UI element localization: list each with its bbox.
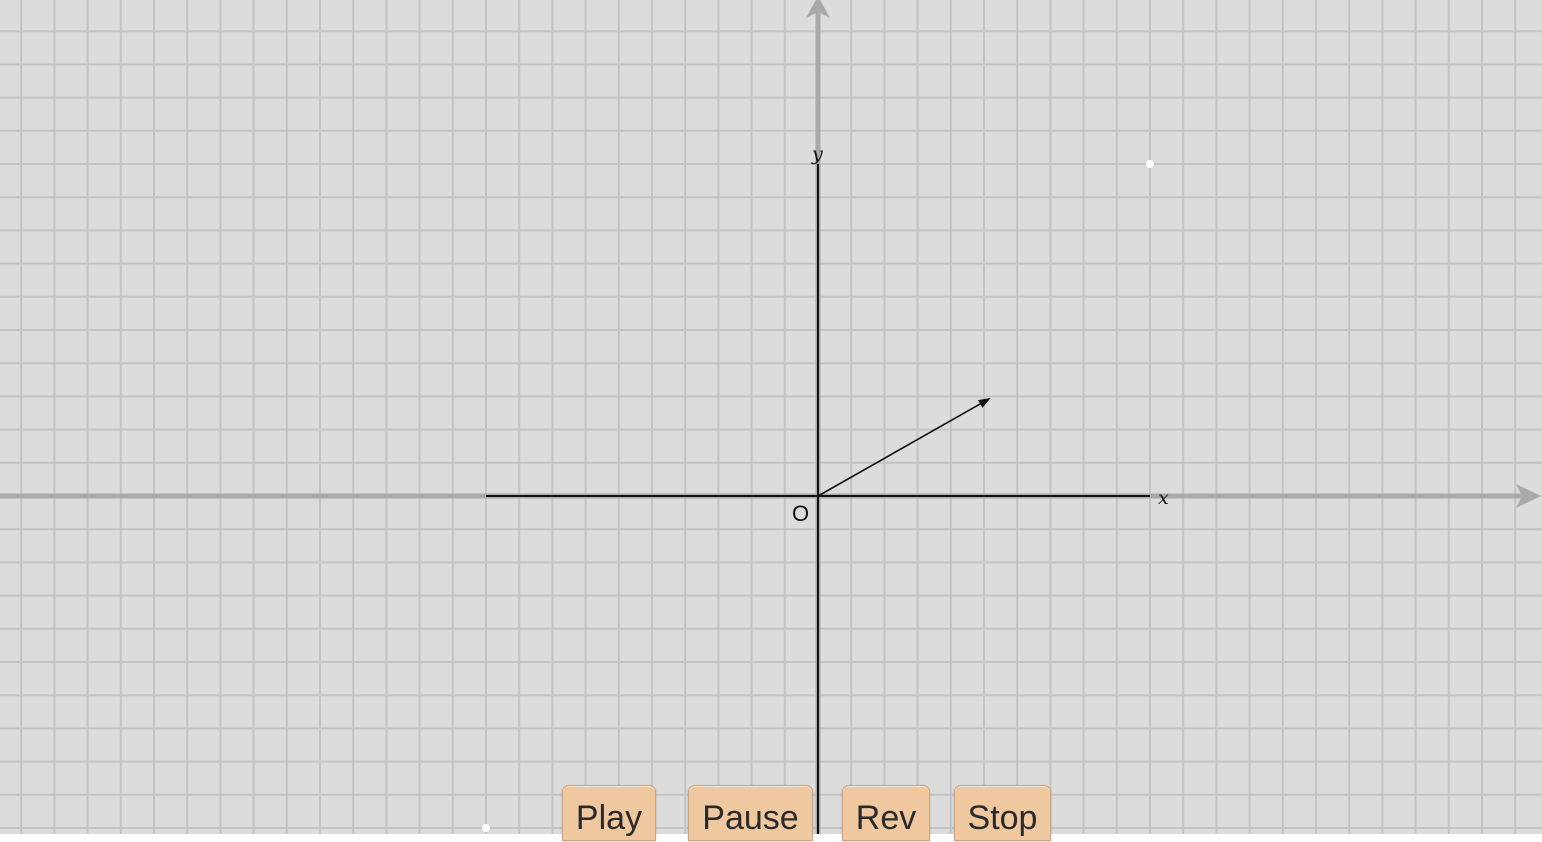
vector-shaft — [817, 403, 981, 497]
rev-button[interactable]: Rev — [842, 785, 930, 841]
stop-button[interactable]: Stop — [954, 785, 1051, 841]
origin-label: O — [792, 501, 809, 526]
pause-button[interactable]: Pause — [688, 785, 813, 841]
math-axes: x y O — [486, 143, 1169, 834]
y-axis-label: y — [811, 143, 823, 165]
outer-x-axis-arrow-icon — [1516, 484, 1541, 508]
vector-arrowhead-icon — [977, 398, 991, 408]
vector-arrow[interactable] — [817, 398, 991, 497]
marker-point[interactable] — [1146, 160, 1154, 168]
x-axis-label: x — [1158, 487, 1169, 509]
outer-y-axis-arrow-icon — [806, 0, 830, 18]
marker-points — [482, 160, 1154, 832]
play-button[interactable]: Play — [562, 785, 656, 841]
marker-point[interactable] — [482, 824, 490, 832]
